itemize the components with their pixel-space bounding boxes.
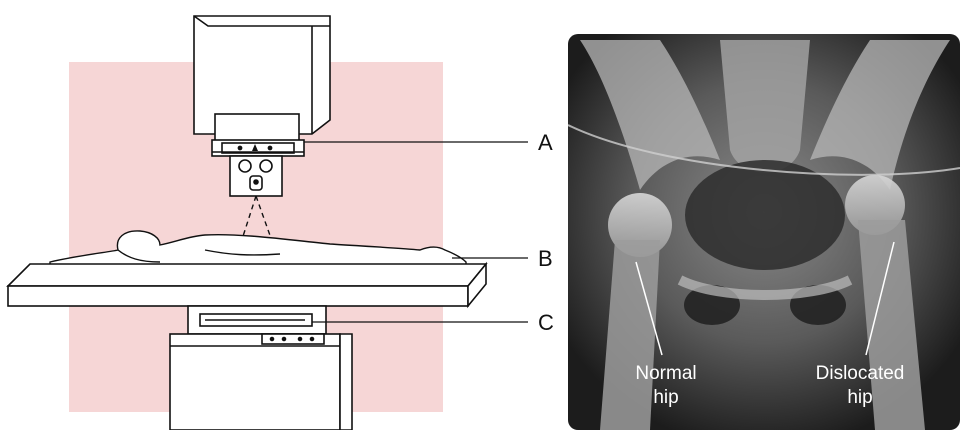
normal-hip-label-line1: Normal [635, 363, 696, 384]
pelvis-xray-image: Normal hip Dislocated hip [568, 34, 960, 430]
dislocated-hip-label-line2: hip [847, 387, 872, 408]
label-c: C [538, 310, 554, 335]
normal-hip-label-line2: hip [653, 387, 678, 408]
dislocated-hip-label-line1: Dislocated [816, 363, 905, 384]
imaging-setup-diagram: A B C [8, 16, 554, 430]
label-b: B [538, 246, 553, 271]
label-a: A [538, 130, 553, 155]
